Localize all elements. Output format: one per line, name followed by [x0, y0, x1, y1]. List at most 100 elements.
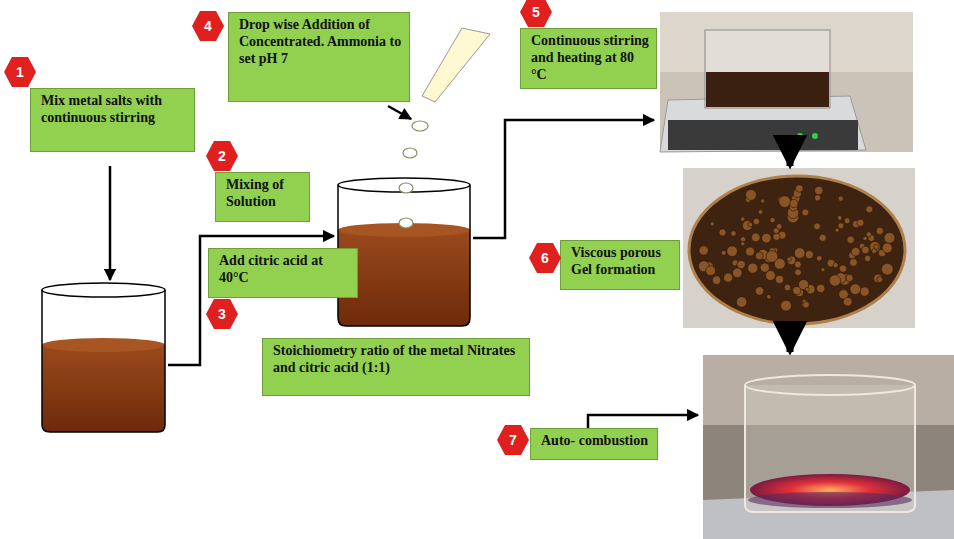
gel-bubble	[773, 233, 780, 240]
gel-bubble	[736, 297, 747, 308]
gel-bubble	[814, 223, 821, 230]
gel-bubble	[776, 224, 782, 230]
gel-bubble	[829, 275, 840, 286]
gel-bubble	[838, 223, 844, 229]
gel-bubble	[719, 229, 726, 236]
gel-bubble	[766, 271, 776, 281]
flow-arrow	[110, 106, 698, 428]
step-box: Drop wise Addition of Concentrated. Ammo…	[228, 12, 410, 102]
step-text: Stoichiometry ratio of the metal Nitrate…	[273, 343, 523, 377]
gel-bubble	[802, 209, 809, 216]
gel-bubble	[860, 287, 869, 296]
gel-bubble	[803, 302, 809, 308]
gel-bubble	[851, 247, 860, 256]
gel-bubble	[815, 186, 823, 194]
step-text: Mix metal salts with continuous stirring	[41, 93, 188, 127]
gel-bubble	[872, 249, 877, 254]
step-box: Continuous stirring and heating at 80 °C	[520, 28, 657, 89]
gel-bubble	[727, 246, 738, 257]
step-box: Viscous porous Gel formation	[560, 240, 680, 290]
gel-bubble	[731, 231, 736, 236]
gel-bubble	[847, 236, 855, 244]
step-text: Continuous stirring and heating at 80 °C	[531, 33, 650, 83]
gel-bubble	[741, 242, 745, 246]
step-text: Add citric acid at 40°C	[219, 253, 351, 287]
gel-bubble	[816, 256, 821, 261]
gel-bubble	[835, 228, 839, 232]
gel-bubble	[746, 247, 755, 256]
gel-bubble	[775, 275, 783, 283]
gel-bubble	[793, 287, 801, 295]
gel-bubble	[741, 217, 745, 221]
gel-bubble	[881, 263, 893, 275]
gel-bubble	[748, 263, 758, 273]
beaker	[42, 283, 165, 432]
gel-bubble	[837, 216, 842, 221]
gel-bubble	[884, 232, 895, 243]
gel-bubble	[819, 234, 826, 241]
callout-number: 4	[192, 11, 224, 41]
gel-bubble	[794, 248, 805, 259]
step-text: Auto- combustion	[541, 433, 651, 450]
gel-bubble	[794, 261, 801, 268]
step-text: Viscous porous Gel formation	[571, 245, 673, 279]
gel-bubble	[724, 273, 733, 282]
step-text: Mixing of Solution	[226, 177, 303, 211]
photo-combustion	[703, 355, 954, 539]
gel-bubble	[863, 236, 867, 240]
flow-arrow	[787, 152, 794, 352]
pipette	[422, 28, 490, 102]
step-box: Mix metal salts with continuous stirring	[30, 88, 195, 152]
step-box: Auto- combustion	[530, 428, 658, 460]
callout-number: 1	[4, 57, 36, 87]
gel-bubble	[877, 277, 883, 283]
gel-bubble	[795, 185, 803, 193]
gel-bubble	[882, 243, 892, 253]
gel-bubble	[814, 195, 820, 201]
gel-bubble	[770, 217, 775, 222]
step-box: Mixing of Solution	[215, 172, 310, 222]
photo-hotplate	[660, 12, 913, 152]
gel-bubble	[706, 266, 716, 276]
gel-bubble	[865, 255, 871, 261]
gel-bubble	[761, 199, 765, 203]
gel-bubble	[748, 222, 753, 227]
gel-bubble	[787, 257, 791, 261]
callout-number: 6	[529, 243, 561, 273]
gel-bubble	[712, 276, 721, 285]
gel-bubble	[846, 274, 853, 281]
gel-bubble	[866, 232, 871, 237]
gel-bubble	[833, 263, 838, 268]
gel-bubble	[844, 218, 850, 224]
gel-bubble	[857, 219, 864, 226]
gel-bubble	[876, 227, 883, 234]
step-box: Stoichiometry ratio of the metal Nitrate…	[262, 338, 530, 396]
gel-bubble	[762, 233, 772, 243]
gel-bubble	[699, 246, 708, 255]
gel-bubble	[740, 237, 745, 242]
gel-bubble	[874, 274, 883, 283]
gel-bubble	[862, 246, 870, 254]
gel-bubble	[751, 233, 760, 242]
gel-bubble	[866, 206, 873, 213]
callout-number: 2	[206, 141, 238, 171]
gel-bubble	[843, 297, 852, 306]
gel-bubble	[766, 251, 778, 263]
gel-bubble	[721, 250, 726, 255]
gel-bubble	[781, 300, 792, 311]
gel-bubble	[795, 269, 802, 276]
callout-number: 7	[497, 425, 529, 455]
gel-bubble	[733, 268, 743, 278]
gel-bubble	[779, 196, 791, 208]
gel-bubble	[710, 222, 714, 226]
photo-gel	[683, 168, 915, 328]
gel-bubble	[755, 252, 763, 260]
gel-bubble	[805, 287, 809, 291]
gel-bubble	[758, 210, 763, 215]
gel-bubble	[821, 268, 825, 272]
gel-bubble	[838, 196, 843, 201]
gel-bubble	[839, 265, 846, 272]
step-box: Add citric acid at 40°C	[208, 248, 358, 298]
